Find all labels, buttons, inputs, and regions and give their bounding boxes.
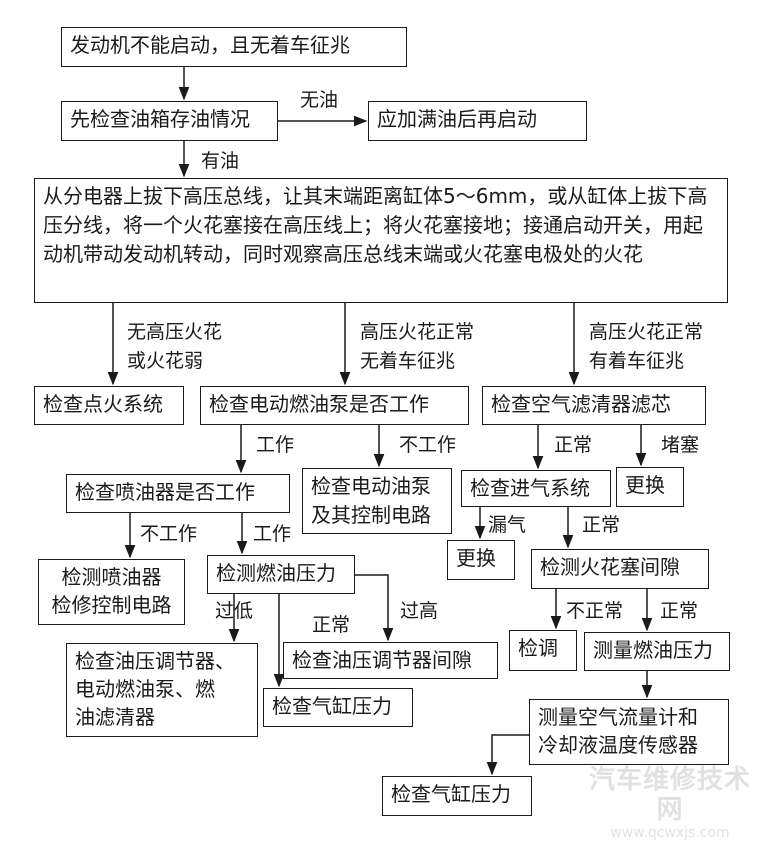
label-normal-1: 正常 [554,434,593,456]
edge-fuel-pressure-too-high [355,574,394,642]
node-check-cylinder-pressure-2: 检查气缸压力 [382,776,532,816]
label-not-works-2: 不工作 [140,523,198,545]
watermark-title: 汽车维修技术网 [588,765,751,825]
watermark-url: www.qcwxjs.com [610,825,730,841]
label-normal-2: 正常 [582,514,621,536]
edge-airflow-to-cylinder [486,734,529,776]
label-too-high: 过高 [400,600,439,622]
label-spark-ok-no-start: 高压火花正常 无着车征兆 [360,321,475,372]
label-has-oil: 有油 [201,150,240,172]
node-start: 发动机不能启动，且无着车征兆 [61,27,407,67]
node-test-plug-gap: 检测火花塞间隙 [531,549,709,589]
node-check-injector: 检查喷油器是否工作 [66,474,290,513]
label-abnormal: 不正常 [566,600,624,622]
node-check-air-filter: 检查空气滤清器滤芯 [482,386,706,425]
node-check-regulator-combo: 检查油压调节器、 电动燃油泵、燃 油滤清器 [66,643,258,737]
node-measure-airflow: 测量空气流量计和 冷却液温度传感器 [529,699,729,765]
node-check-ignition: 检查点火系统 [34,386,184,425]
label-not-works-1: 不工作 [399,434,457,456]
node-adjust: 检调 [509,630,577,671]
node-refill: 应加满油后再启动 [368,101,587,141]
node-check-cylinder-pressure-1: 检查气缸压力 [263,688,413,727]
label-leak: 漏气 [488,514,527,536]
node-replace-1: 更换 [616,467,684,507]
label-normal-4: 正常 [660,600,699,622]
label-spark-ok-start: 高压火花正常 有着车征兆 [589,321,704,372]
node-test-injector: 检测喷油器 检修控制电路 [38,559,185,625]
label-works-2: 工作 [253,523,292,545]
node-measure-fuel-pressure: 测量燃油压力 [584,632,730,671]
node-check-tank: 先检查油箱存油情况 [61,101,278,141]
node-spark-test: 从分电器上拔下高压总线，让其末端距离缸体5～6mm，或从缸体上拔下高压分线，将一… [34,178,728,303]
label-too-low: 过低 [215,600,254,622]
label-normal-3: 正常 [312,614,351,636]
node-check-pump: 检查电动燃油泵是否工作 [200,386,469,425]
node-test-fuel-pressure: 检测燃油压力 [207,555,355,594]
label-no-spark: 无高压火花 或火花弱 [127,321,223,372]
node-check-pump-circuit: 检查电动油泵 及其控制电路 [302,468,452,534]
node-replace-2: 更换 [447,540,515,580]
node-check-intake: 检查进气系统 [461,470,611,507]
label-blocked: 堵塞 [661,434,700,456]
watermark: 汽车维修技术网 www.qcwxjs.com [580,765,760,841]
label-works-1: 工作 [256,434,295,456]
node-check-regulator-gap: 检查油压调节器间隙 [283,642,498,679]
label-no-oil: 无油 [300,89,339,111]
